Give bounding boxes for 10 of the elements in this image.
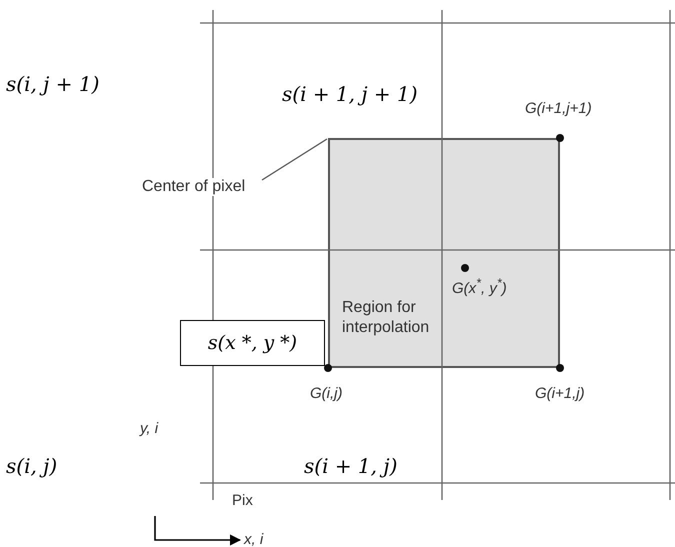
axis-label: y, i — [140, 420, 158, 437]
caption-fragment: Pix — [232, 492, 253, 509]
leader-line — [262, 138, 328, 181]
point-label: G(i+1,j+1) — [525, 100, 592, 117]
point-label: G(x$^{*}$, y$^{*}$) — [452, 276, 507, 297]
point-label: G(i+1,j) — [535, 385, 585, 402]
point-label: G(i,j) — [310, 385, 342, 402]
formula-box: s(x *, y *) — [180, 320, 325, 366]
axis-label: x, i — [244, 531, 264, 547]
callout-text: Center of pixel — [140, 178, 248, 196]
